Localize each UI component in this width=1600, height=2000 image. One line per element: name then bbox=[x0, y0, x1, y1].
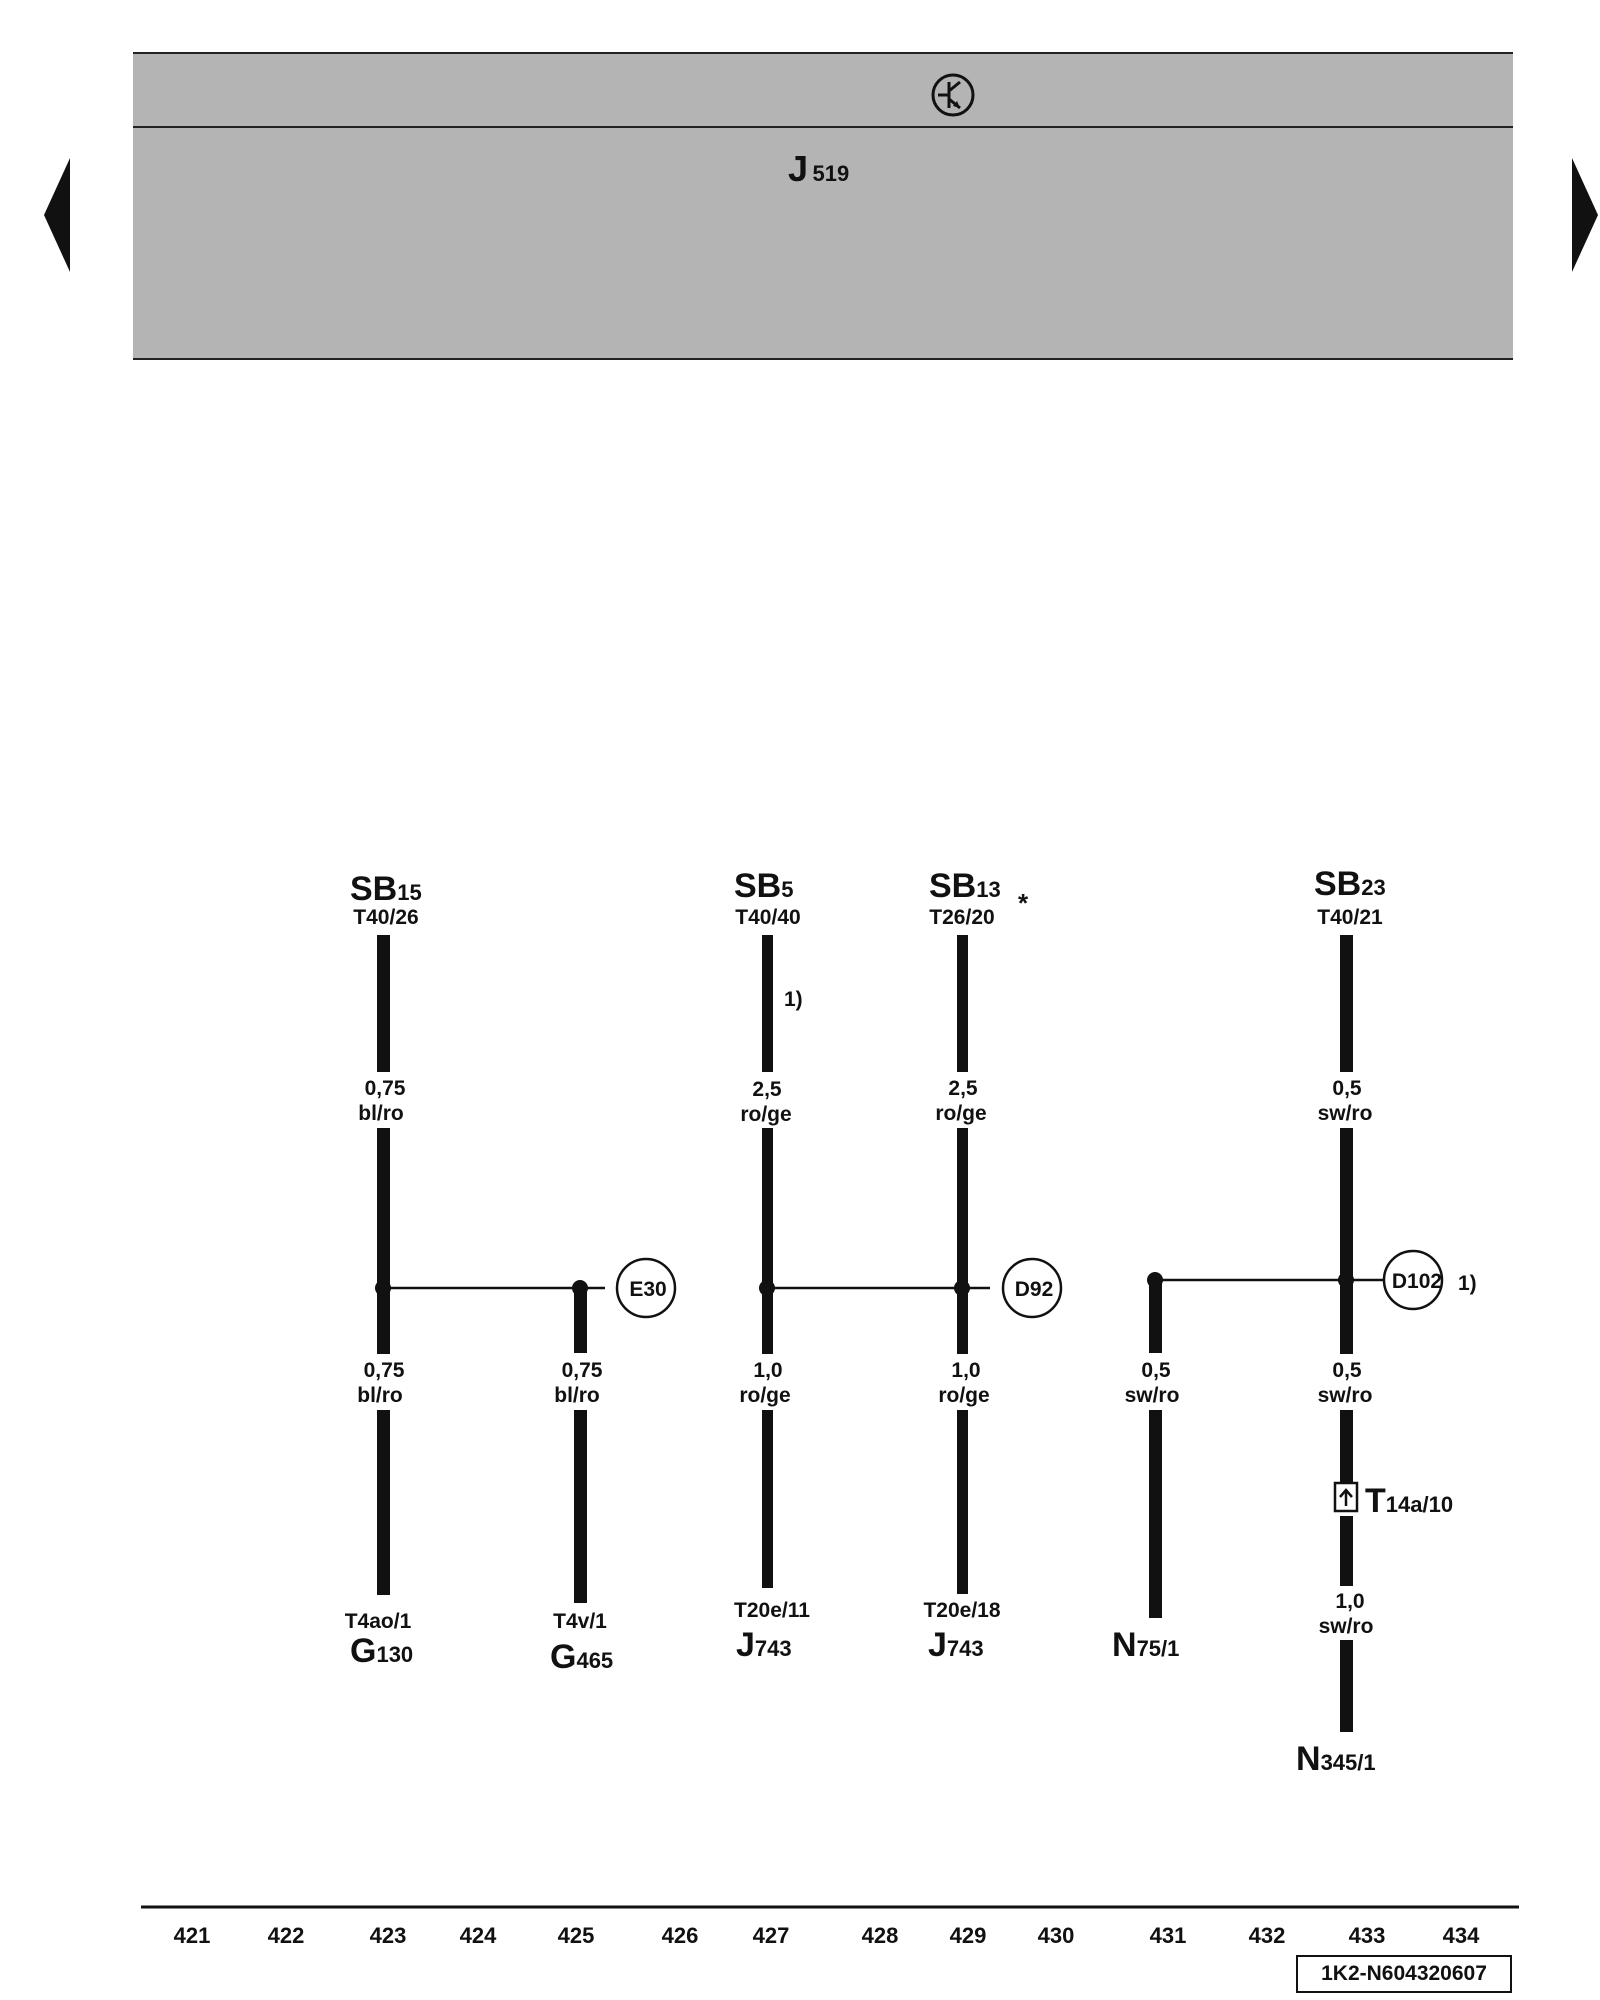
transistor-symbol-icon bbox=[931, 73, 975, 117]
wire-segment bbox=[377, 935, 390, 1072]
footnote-marker: 1) bbox=[784, 988, 803, 1011]
wire-segment bbox=[377, 1410, 390, 1595]
scale-number: 431 bbox=[1150, 1923, 1187, 1948]
wire-size: 1,0 bbox=[951, 1359, 980, 1382]
fuse-label: SB23 bbox=[1314, 865, 1386, 903]
wire-size: 0,75 bbox=[364, 1359, 405, 1382]
control-unit-label: J 519 bbox=[788, 148, 849, 190]
scale-number: 421 bbox=[174, 1923, 211, 1948]
junction-dot bbox=[375, 1280, 391, 1296]
scale-number: 433 bbox=[1349, 1923, 1386, 1948]
wire-segment bbox=[574, 1410, 587, 1603]
junction-dot bbox=[1147, 1272, 1163, 1288]
wire-segment bbox=[1340, 1640, 1353, 1732]
fuse-terminal: T40/21 bbox=[1317, 906, 1383, 929]
connection-circle-d92 bbox=[1001, 1257, 1063, 1319]
component-terminal: T4v/1 bbox=[553, 1610, 607, 1633]
scale-number: 428 bbox=[862, 1923, 899, 1948]
wire-size: 0,5 bbox=[1141, 1359, 1171, 1382]
wire-color: ro/ge bbox=[935, 1102, 986, 1125]
wire-color: sw/ro bbox=[1319, 1615, 1374, 1638]
footnote-marker: 1) bbox=[1458, 1272, 1477, 1295]
wire-size: 1,0 bbox=[753, 1359, 782, 1382]
wire-size: 1,0 bbox=[1335, 1590, 1364, 1613]
fuse-label: SB15 bbox=[350, 870, 422, 908]
wire-size: 2,5 bbox=[752, 1078, 782, 1101]
wire-segment bbox=[1340, 1410, 1353, 1482]
connection-label-e30: E30 bbox=[629, 1278, 666, 1301]
component-terminal: T20e/11 bbox=[734, 1599, 810, 1622]
wire-color: bl/ro bbox=[358, 1102, 404, 1125]
connection-circle-d102 bbox=[1382, 1249, 1444, 1311]
fuse-terminal: T40/26 bbox=[353, 906, 418, 929]
triangle-left-icon[interactable] bbox=[44, 158, 72, 272]
scale-number: 423 bbox=[370, 1923, 407, 1948]
wire-color: sw/ro bbox=[1318, 1384, 1373, 1407]
wire-color: bl/ro bbox=[554, 1384, 600, 1407]
wire-size: 0,5 bbox=[1332, 1359, 1362, 1382]
junction-dot bbox=[759, 1280, 775, 1296]
wire-color: sw/ro bbox=[1125, 1384, 1180, 1407]
wire-color: ro/ge bbox=[740, 1103, 791, 1126]
wire-size: 0,75 bbox=[562, 1359, 603, 1382]
scale-number: 427 bbox=[753, 1923, 790, 1948]
scale-number: 426 bbox=[662, 1923, 699, 1948]
control-unit-letter: J bbox=[788, 148, 809, 189]
component-terminal: T4ao/1 bbox=[345, 1610, 412, 1633]
footnote-asterisk: * bbox=[1018, 888, 1029, 918]
wire-size: 0,5 bbox=[1332, 1077, 1362, 1100]
scale-number: 425 bbox=[558, 1923, 595, 1948]
scale-number: 424 bbox=[460, 1923, 497, 1948]
scale-number: 422 bbox=[268, 1923, 305, 1948]
component-label: J743 bbox=[736, 1626, 792, 1664]
component-label: N345/1 bbox=[1296, 1740, 1376, 1778]
connector-label: T14a/10 bbox=[1365, 1482, 1453, 1520]
wire-segment bbox=[1340, 1128, 1353, 1354]
wire-segment bbox=[762, 935, 773, 1072]
document-id: 1K2-N604320607 bbox=[1296, 1955, 1512, 1993]
wire-segment bbox=[574, 1288, 587, 1353]
connector-symbol-icon bbox=[1333, 1481, 1359, 1513]
scale-number: 432 bbox=[1249, 1923, 1286, 1948]
junction-dot bbox=[954, 1280, 970, 1296]
fuse-terminal: T40/40 bbox=[735, 906, 800, 929]
wire-color: ro/ge bbox=[739, 1384, 790, 1407]
junction-dot bbox=[572, 1280, 588, 1296]
component-terminal: T20e/18 bbox=[923, 1599, 1000, 1622]
header-divider bbox=[133, 126, 1513, 128]
connection-label-d92: D92 bbox=[1015, 1278, 1054, 1301]
fuse-label: SB13 bbox=[929, 867, 1001, 905]
component-label: N75/1 bbox=[1112, 1626, 1179, 1664]
wire-segment bbox=[957, 1410, 968, 1594]
wire-segment bbox=[957, 1128, 968, 1354]
connection-label-d102: D102 bbox=[1392, 1270, 1442, 1293]
control-unit-number: 519 bbox=[812, 161, 850, 186]
connection-circle-e30 bbox=[615, 1257, 677, 1319]
wire-segment bbox=[377, 1128, 390, 1354]
wire-color: sw/ro bbox=[1318, 1102, 1373, 1125]
junction-dot bbox=[1338, 1272, 1354, 1288]
wire-size: 0,75 bbox=[365, 1077, 406, 1100]
triangle-right-icon[interactable] bbox=[1570, 158, 1598, 272]
wire-segment bbox=[762, 1410, 773, 1588]
wire-segment bbox=[1149, 1410, 1162, 1618]
wire-color: ro/ge bbox=[938, 1384, 989, 1407]
wire-segment bbox=[1340, 1516, 1353, 1586]
scale-number: 430 bbox=[1038, 1923, 1075, 1948]
fuse-terminal: T26/20 bbox=[929, 906, 994, 929]
fuse-label: SB5 bbox=[734, 867, 793, 905]
wire-segment bbox=[1149, 1278, 1162, 1353]
wire-size: 2,5 bbox=[948, 1077, 978, 1100]
component-label: G130 bbox=[350, 1632, 413, 1670]
wire-segment bbox=[957, 935, 968, 1072]
component-label: J743 bbox=[928, 1626, 984, 1664]
component-label: G465 bbox=[550, 1638, 613, 1676]
wire-segment bbox=[1340, 935, 1353, 1072]
wire-segment bbox=[762, 1128, 773, 1354]
scale-number: 434 bbox=[1443, 1923, 1480, 1948]
control-unit-header: J 519 bbox=[133, 52, 1513, 360]
wire-color: bl/ro bbox=[357, 1384, 403, 1407]
scale-number: 429 bbox=[950, 1923, 987, 1948]
